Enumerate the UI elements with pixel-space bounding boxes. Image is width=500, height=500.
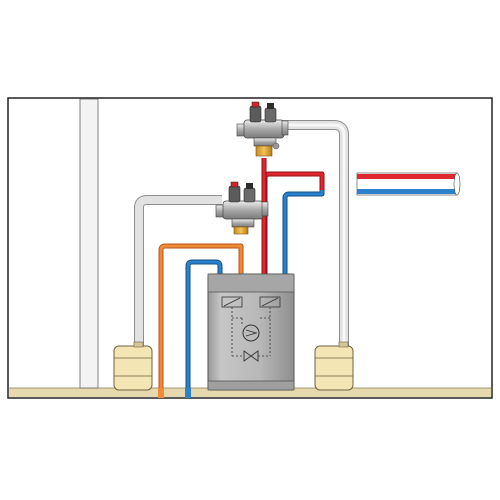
boiler <box>207 273 295 391</box>
cold-pipe-right <box>282 190 325 276</box>
grey-pipe-right <box>283 120 349 348</box>
boiler-internal-schematic <box>221 296 281 357</box>
grey-pipe-left <box>134 195 222 348</box>
expansion-tank-right <box>314 341 354 391</box>
floor <box>9 388 491 397</box>
distribution-pipe-stub <box>356 172 461 196</box>
actuator-icon <box>249 101 277 123</box>
pump-icon <box>242 324 260 342</box>
valve-icon <box>243 350 259 362</box>
expansion-tank-left <box>113 341 153 391</box>
cold-pipe-left <box>185 259 223 398</box>
orange-pipe <box>158 243 244 398</box>
hot-pipe <box>261 158 325 276</box>
valve-assembly-lower <box>215 181 269 235</box>
actuator-icon <box>228 181 256 203</box>
valve-assembly-upper <box>236 101 289 157</box>
wall-column <box>79 98 99 389</box>
